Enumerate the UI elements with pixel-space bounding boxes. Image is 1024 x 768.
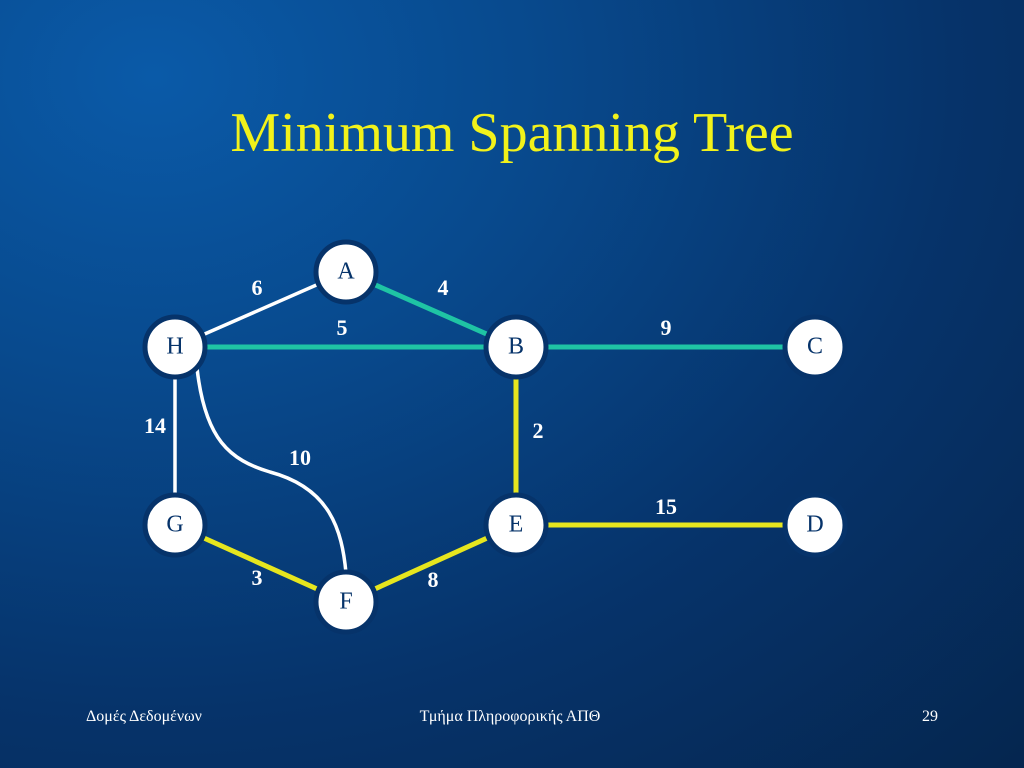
edge-weight-h-f: 10	[289, 445, 311, 470]
edge-weight-g-f: 3	[252, 565, 263, 590]
node-circle-d	[782, 492, 848, 558]
edges-layer	[172, 269, 818, 605]
node-label-h: H	[166, 334, 183, 360]
edge-weight-h-g: 14	[144, 413, 166, 438]
node-c: C	[782, 314, 848, 380]
node-label-f: F	[339, 589, 352, 615]
node-d: D	[782, 492, 848, 558]
node-circle-c	[782, 314, 848, 380]
node-a: A	[313, 239, 379, 305]
footer-department: Τμήμα Πληροφορικής ΑΠΘ	[419, 708, 601, 725]
footer-course-name: Δομές Δεδομένων	[86, 708, 202, 725]
node-label-b: B	[508, 334, 524, 360]
node-e: E	[483, 492, 549, 558]
node-g: G	[142, 492, 208, 558]
edge-weight-b-c: 9	[661, 315, 672, 340]
node-b: B	[483, 314, 549, 380]
node-circle-g	[142, 492, 208, 558]
node-circle-e	[483, 492, 549, 558]
edge-weight-a-b: 4	[438, 275, 449, 300]
node-label-e: E	[509, 512, 524, 538]
node-circle-f	[313, 569, 379, 635]
node-label-a: A	[337, 259, 355, 285]
node-h: H	[142, 314, 208, 380]
node-label-d: D	[806, 512, 823, 538]
slide-title: Minimum Spanning Tree	[230, 102, 794, 164]
node-f: F	[313, 569, 379, 635]
edge-weight-b-e: 2	[533, 418, 544, 443]
edge-weight-h-b: 5	[337, 315, 348, 340]
nodes-layer: A H B C G E D F	[142, 239, 848, 635]
node-circle-b	[483, 314, 549, 380]
edge-weight-labels: 6 4 5 9 14 10 2 15 3 8	[144, 275, 677, 592]
node-label-c: C	[807, 334, 823, 360]
footer-page-number: 29	[922, 708, 938, 725]
edge-weight-h-a: 6	[252, 275, 263, 300]
node-circle-a	[313, 239, 379, 305]
node-circle-h	[142, 314, 208, 380]
node-label-g: G	[166, 512, 183, 538]
edge-weight-e-d: 15	[655, 494, 677, 519]
edge-weight-f-e: 8	[428, 567, 439, 592]
edge-h-f	[195, 366, 348, 575]
